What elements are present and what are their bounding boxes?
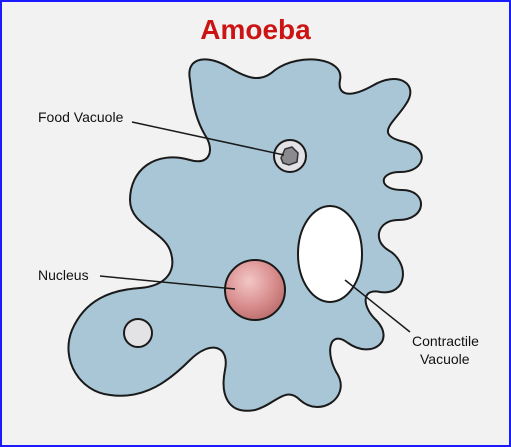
label-contractile-line1: Contractile xyxy=(412,333,479,349)
label-food-vacuole: Food Vacuole xyxy=(38,109,124,125)
nucleus xyxy=(225,260,285,320)
label-contractile-line2: Vacuole xyxy=(420,351,470,367)
contractile-vacuole xyxy=(298,206,362,302)
label-nucleus: Nucleus xyxy=(38,267,89,283)
small-vacuole xyxy=(124,319,152,347)
